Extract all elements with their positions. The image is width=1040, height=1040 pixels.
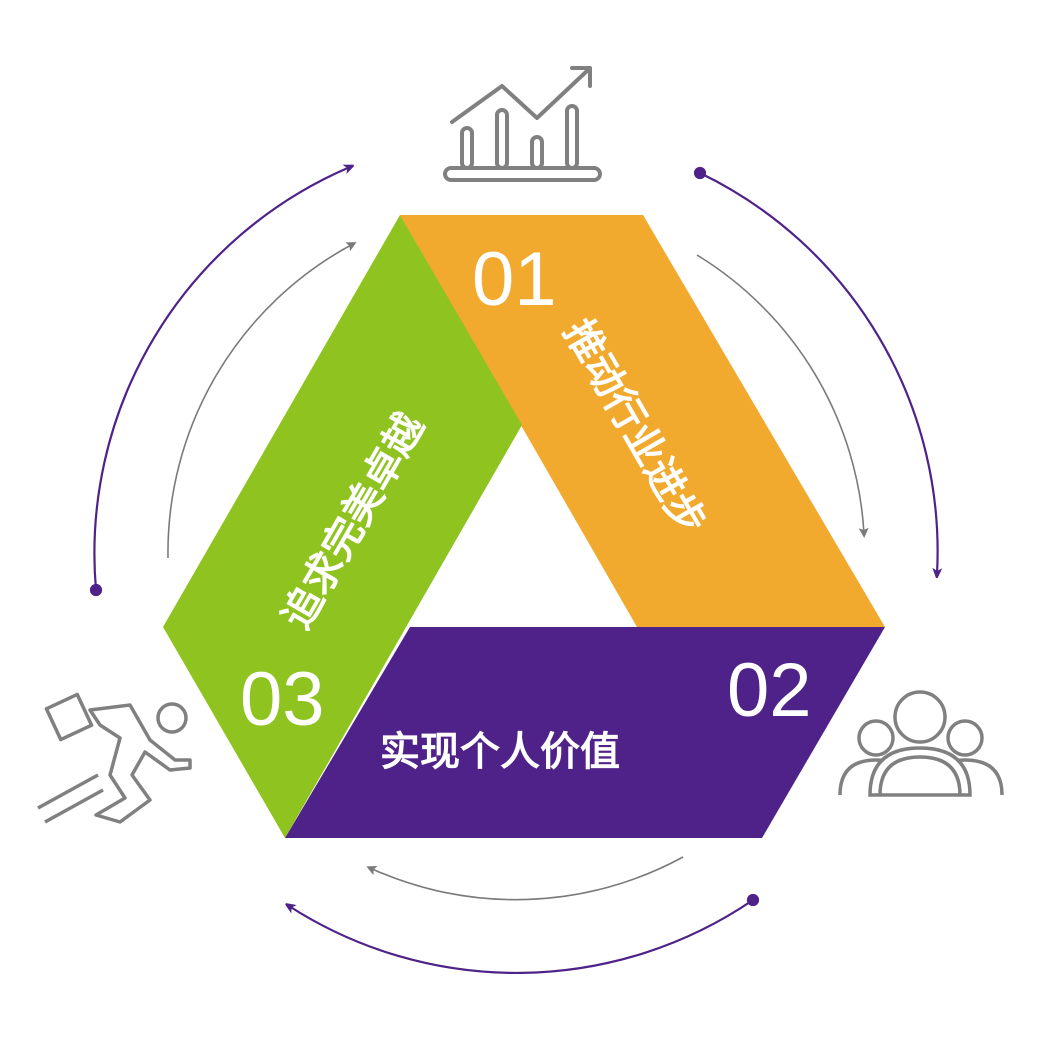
inner-arrow-left: [167, 242, 357, 559]
band-03: [163, 215, 522, 838]
inner-arrows: [167, 242, 869, 901]
band-02: [285, 627, 885, 838]
outer-arrow-top-right: [699, 172, 938, 574]
step-number-03: 03: [240, 657, 325, 742]
step-number-02: 02: [727, 648, 812, 733]
outer-arrow-bottom: [289, 899, 754, 975]
running-man-icon: [37, 692, 192, 824]
step-number-01: 01: [472, 237, 557, 322]
people-group-icon: [838, 690, 1004, 797]
growth-chart-icon: [443, 66, 602, 182]
inner-arrow-bottom: [366, 856, 684, 901]
inner-arrow-right: [696, 254, 869, 538]
band-01: [400, 215, 885, 627]
outer-arrow-left: [93, 167, 350, 591]
outer-arrows: [89, 167, 938, 975]
step-label-02: 实现个人价值: [380, 729, 620, 775]
